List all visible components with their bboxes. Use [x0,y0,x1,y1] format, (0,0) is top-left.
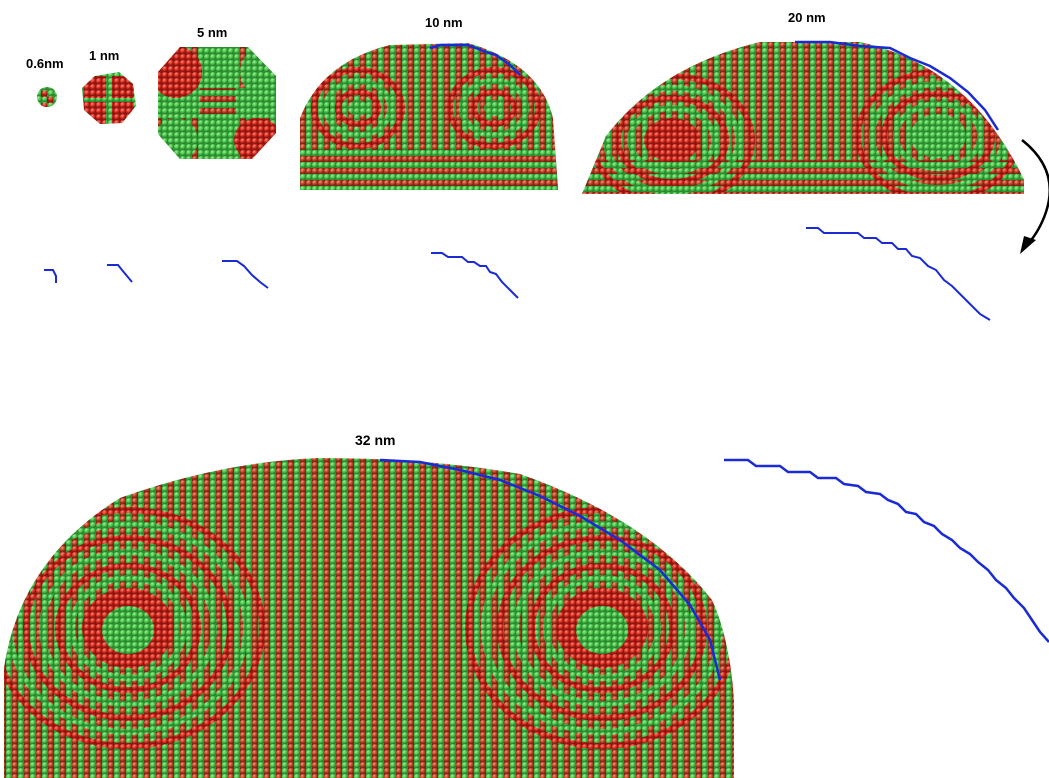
particle-5nm [158,47,276,159]
label-10nm: 10 nm [425,15,463,30]
edge-highlight-20nm [795,40,1000,131]
label-20nm: 20 nm [788,10,826,25]
label-5nm: 5 nm [197,25,228,40]
particle-1nm [82,72,136,124]
rotation-arrow [1021,139,1049,245]
edge-profile-1nm [107,264,133,283]
edge-profile-32nm [724,458,1049,643]
edge-highlight-10nm [429,43,521,76]
label-0-6nm: 0.6nm [26,56,64,71]
edge-profile-5nm [222,260,269,289]
edge-highlight-32nm [379,458,722,681]
particle-0-6nm [37,87,57,107]
edge-profile-0-6nm [44,269,57,283]
rotation-arrow-head [1020,236,1036,254]
particle-10nm [300,43,558,190]
edge-profile-20nm [806,227,991,321]
edge-profile-10nm [431,252,519,299]
label-1nm: 1 nm [89,48,120,63]
label-32nm: 32 nm [355,432,396,448]
particle-32nm [4,458,734,778]
particle-20nm [582,42,1024,194]
